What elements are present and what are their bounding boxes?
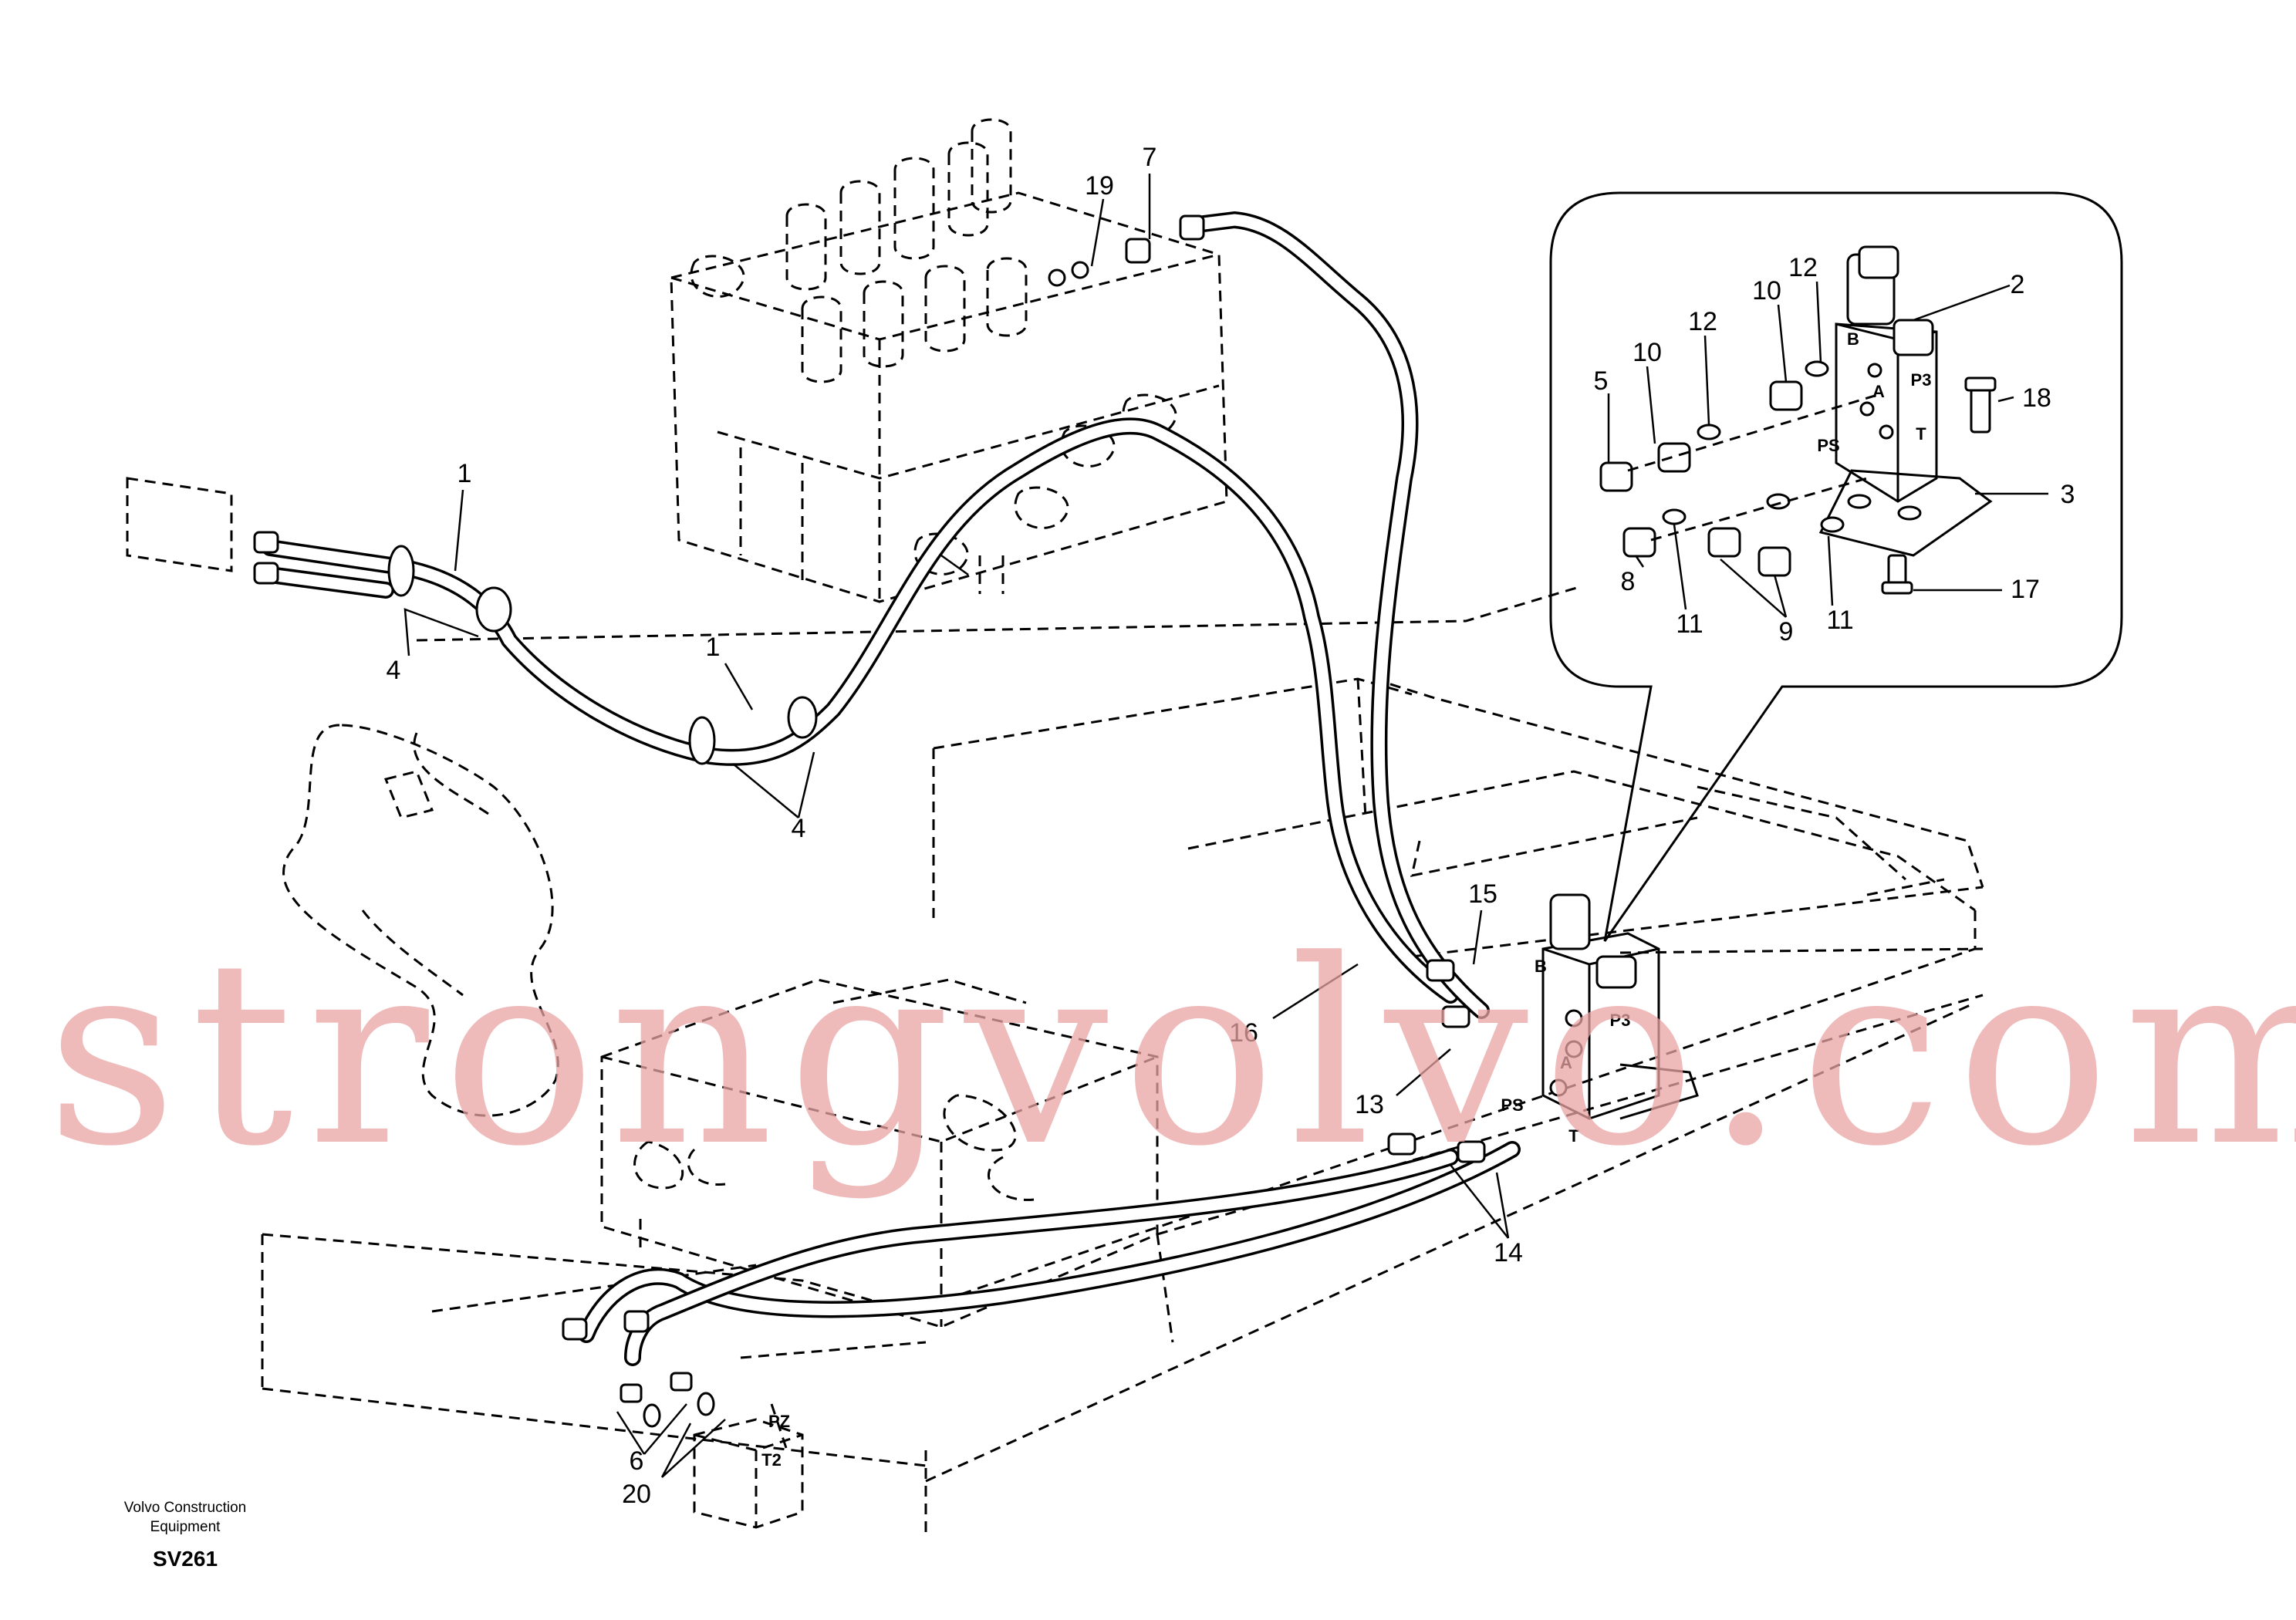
callout-2: 2 (2011, 270, 2025, 299)
callout-10: 10 (1752, 276, 1781, 305)
main-port-b: B (1535, 957, 1547, 976)
callout-10: 10 (1633, 338, 1662, 367)
callout-11: 11 (1826, 606, 1853, 635)
detail-port-b: B (1847, 329, 1859, 349)
callout-18: 18 (2022, 383, 2051, 413)
callout-13: 13 (1355, 1090, 1384, 1119)
callout-numbers: 1 1 2 3 4 4 5 6 7 8 9 10 10 11 11 12 12 … (387, 143, 2075, 1509)
callout-5: 5 (1594, 366, 1609, 396)
hose-assembly-14 (578, 1141, 1521, 1366)
callout-17: 17 (2011, 575, 2040, 604)
main-port-ps: PS (1501, 1095, 1523, 1115)
solenoid-valve-main: B P3 PS T A (1501, 893, 1699, 1146)
lower-valve-block: PZ T2 (620, 1372, 804, 1529)
main-port-t: T (1568, 1126, 1579, 1146)
hose-clamps (253, 214, 1486, 1341)
publisher-line-1: Volvo Construction (124, 1500, 246, 1516)
hose-assembly-16 (1195, 211, 1490, 1019)
detail-port-ps: PS (1817, 436, 1839, 455)
hose-assembly-1 (262, 417, 1459, 1004)
callout-15: 15 (1468, 879, 1497, 909)
callout-7: 7 (1143, 143, 1157, 172)
callout-6: 6 (630, 1446, 644, 1476)
detail-port-t: T (1916, 424, 1926, 444)
figure-code: SV261 (153, 1547, 218, 1571)
detail-port-p3: P3 (1911, 370, 1932, 390)
lower-port-t2: T2 (761, 1450, 782, 1470)
callout-9: 9 (1779, 617, 1794, 646)
detail-small-parts (1599, 360, 1997, 595)
watermark: strongvolvo.com (46, 906, 2296, 1202)
main-port-a: A (1560, 1053, 1572, 1072)
callout-8: 8 (1621, 567, 1636, 596)
callout-1: 1 (706, 633, 721, 662)
callout-16: 16 (1229, 1018, 1258, 1048)
detail-callout-bubble (1549, 191, 2123, 942)
leader-lines (403, 174, 2048, 1478)
callout-4: 4 (792, 814, 806, 843)
callout-11: 11 (1676, 609, 1703, 639)
callout-12: 12 (1688, 307, 1717, 336)
publisher-line-2: Equipment (150, 1519, 221, 1535)
lower-port-pz: PZ (768, 1412, 790, 1431)
callout-19: 19 (1085, 171, 1114, 201)
callout-14: 14 (1494, 1238, 1523, 1267)
callout-4: 4 (387, 656, 401, 685)
callout-20: 20 (622, 1480, 651, 1509)
machine-frame-outline (126, 477, 1984, 1535)
callout-1: 1 (458, 459, 472, 488)
main-port-p3: P3 (1610, 1011, 1631, 1030)
detail-solenoid-valve: B A P3 T PS (1817, 245, 1993, 557)
callout-12: 12 (1788, 253, 1818, 282)
detail-port-a: A (1872, 382, 1885, 401)
callout-3: 3 (2061, 480, 2075, 509)
figure-footer: Volvo Construction Equipment SV261 (124, 1500, 246, 1571)
